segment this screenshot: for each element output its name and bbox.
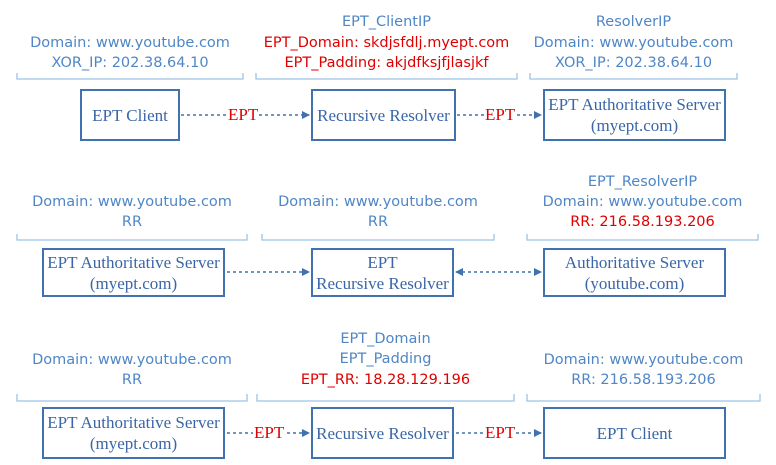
r2-ept-authoritative-box: EPT Authoritative Server (myept.com)	[42, 248, 225, 297]
r2-resolver-label-line2: Recursive Resolver	[316, 273, 449, 293]
r3-mid-ept-domain: EPT_Domain	[340, 331, 431, 347]
r2-resolver-label-line1: EPT	[367, 252, 398, 272]
r2-mid-rr: RR	[367, 214, 389, 230]
r1-ept-client-label: EPT Client	[92, 105, 168, 125]
r1-auth-label-line2: (myept.com)	[590, 116, 679, 135]
r1-arrow2-ept-label: EPT	[484, 105, 517, 125]
r3-mid-ept-rr: EPT_RR: 18.28.129.196	[300, 372, 471, 388]
r1-mid-client-ip: EPT_ClientIP	[341, 14, 431, 30]
r3-arrow2-ept-label: EPT	[484, 423, 517, 443]
r2-auth-label-line2: (myept.com)	[89, 273, 178, 293]
r1-right-domain: Domain: www.youtube.com	[533, 35, 734, 51]
bracket-r1-mid	[255, 73, 518, 80]
r1-auth-label-line1: EPT Authoritative Server	[548, 95, 721, 114]
bracket-r3-left	[16, 394, 248, 402]
r3-ept-client-box: EPT Client	[543, 407, 726, 459]
r2-auth-label-line1: EPT Authoritative Server	[47, 252, 220, 272]
label-brackets	[16, 73, 761, 402]
r2-yt-label-line1: Authoritative Server	[564, 252, 705, 272]
r1-recursive-resolver-box: Recursive Resolver	[311, 89, 456, 141]
r1-arrow1-ept-label: EPT	[227, 105, 260, 125]
r3-right-rr: RR: 216.58.193.206	[571, 372, 716, 388]
r3-left-rr: RR	[121, 372, 143, 388]
r2-ept-recursive-resolver-box: EPT Recursive Resolver	[311, 248, 454, 297]
r1-ept-authoritative-box: EPT Authoritative Server (myept.com)	[543, 89, 726, 141]
r1-left-xor-ip: XOR_IP: 202.38.64.10	[51, 55, 209, 71]
r1-mid-ept-padding: EPT_Padding: akjdfksjfjlasjkf	[284, 55, 489, 71]
r2-right-resolver-ip: EPT_ResolverIP	[587, 174, 698, 190]
bracket-r3-mid	[256, 394, 515, 402]
r3-arrow1-ept-label: EPT	[253, 423, 286, 443]
r1-right-xor-ip: XOR_IP: 202.38.64.10	[554, 55, 713, 71]
bracket-r1-left	[16, 73, 244, 80]
r3-ept-client-label: EPT Client	[596, 423, 673, 443]
r1-ept-client-box: EPT Client	[80, 89, 180, 141]
bracket-r2-right	[526, 234, 759, 241]
r2-right-domain: Domain: www.youtube.com	[542, 194, 743, 210]
bracket-r3-right	[526, 394, 761, 402]
r3-left-domain: Domain: www.youtube.com	[32, 352, 232, 368]
bracket-r2-mid	[261, 234, 495, 241]
r3-auth-label-line2: (myept.com)	[89, 434, 178, 453]
r1-resolver-label: Recursive Resolver	[317, 105, 450, 125]
bracket-r2-left	[16, 234, 248, 241]
r3-right-domain: Domain: www.youtube.com	[543, 352, 744, 368]
r2-yt-label-line2: (youtube.com)	[584, 273, 685, 293]
r1-right-resolver-ip: ResolverIP	[595, 14, 672, 30]
r2-youtube-authoritative-box: Authoritative Server (youtube.com)	[543, 248, 726, 297]
r3-ept-authoritative-box: EPT Authoritative Server (myept.com)	[42, 407, 225, 459]
r1-left-domain: Domain: www.youtube.com	[30, 35, 230, 51]
r3-resolver-label: Recursive Resolver	[316, 423, 449, 443]
r3-auth-label-line1: EPT Authoritative Server	[47, 413, 220, 432]
bracket-r1-right	[529, 73, 738, 80]
r2-left-domain: Domain: www.youtube.com	[32, 194, 232, 210]
r3-recursive-resolver-box: Recursive Resolver	[311, 407, 454, 459]
r2-mid-domain: Domain: www.youtube.com	[278, 194, 478, 210]
r2-right-rr: RR: 216.58.193.206	[570, 214, 715, 230]
r3-mid-ept-padding: EPT_Padding	[339, 351, 432, 367]
r2-left-rr: RR	[121, 214, 143, 230]
r1-mid-ept-domain: EPT_Domain: skdjsfdlj.myept.com	[263, 35, 510, 51]
